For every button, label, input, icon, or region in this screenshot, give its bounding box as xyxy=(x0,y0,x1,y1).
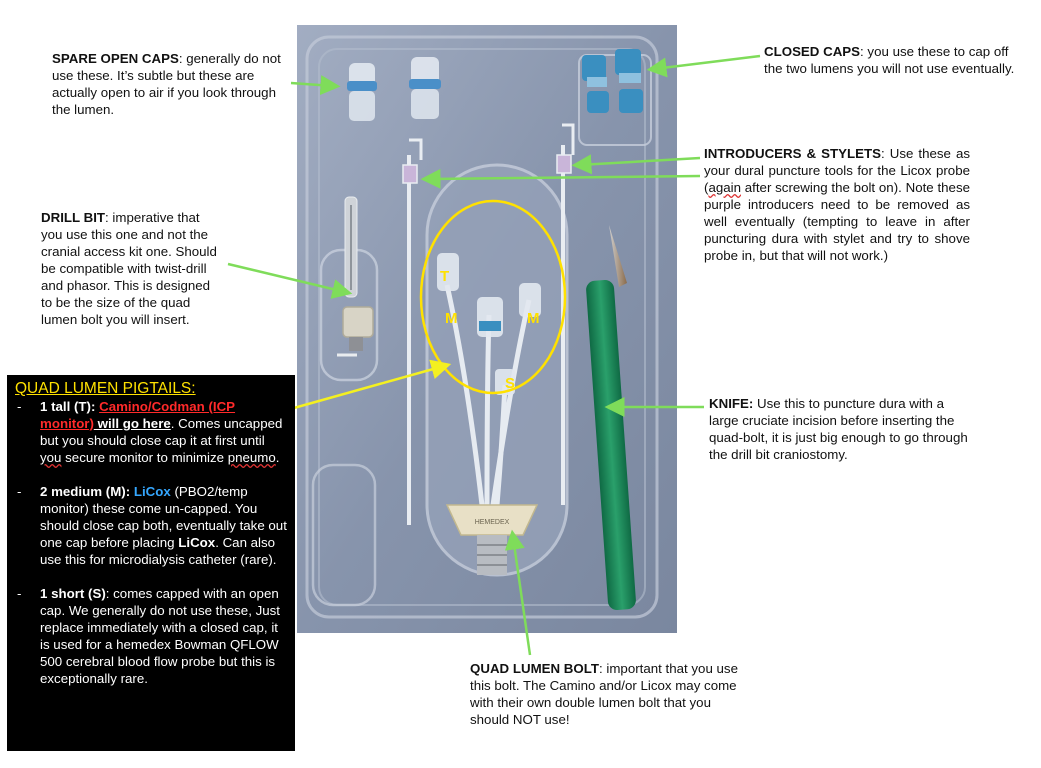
bullet-dash: - xyxy=(17,484,22,499)
annotation-squiggle-word: again xyxy=(708,180,741,195)
annotation-body: : you use these to cap off the two lumen… xyxy=(764,44,1015,76)
annotation-body: Use this to puncture dura with a large c… xyxy=(709,396,968,462)
spare-open-caps xyxy=(347,57,441,121)
pigtail-licox-bold: LiCox xyxy=(178,535,216,550)
pigtail-device-licox: LiCox xyxy=(133,484,171,499)
bullet-dash: - xyxy=(17,586,22,601)
pigtail-go-here: will go here xyxy=(93,416,171,431)
pigtail-item-medium: - 2 medium (M): LiCox (PBO2/temp monitor… xyxy=(15,483,287,568)
annotation-drill-bit: DRILL BIT: imperative that you use this … xyxy=(41,209,224,328)
annotation-title: QUAD LUMEN BOLT xyxy=(470,661,600,676)
bolt-brand-text: HEMEDEX xyxy=(475,519,510,526)
annotation-title: KNIFE: xyxy=(709,396,754,411)
label-m-left: M xyxy=(445,310,458,327)
annotation-body: : imperative that you use this one and n… xyxy=(41,210,217,327)
scalpel-knife xyxy=(586,225,636,610)
pigtail-text-you: you xyxy=(40,450,62,465)
annotation-body: : generally do not use these. It’s subtl… xyxy=(52,51,281,117)
drill-bit xyxy=(337,196,374,357)
annotation-title: DRILL BIT xyxy=(41,210,106,225)
annotation-closed-caps: CLOSED CAPS: you use these to cap off th… xyxy=(764,43,1020,77)
quad-lumen-pigtails-panel: QUAD LUMEN PIGTAILS: - 1 tall (T): Camin… xyxy=(7,375,295,751)
kit-tray-photo: HEMEDEX T M M S xyxy=(297,25,677,633)
annotation-quad-lumen-bolt: QUAD LUMEN BOLT: important that you use … xyxy=(470,660,748,728)
annotation-title: INTRODUCERS & STYLETS xyxy=(704,146,882,161)
closed-caps xyxy=(582,49,643,113)
label-m-right: M xyxy=(527,310,540,327)
annotation-body-continued: after screwing the bolt on). Note these … xyxy=(704,180,970,263)
pigtails-header: QUAD LUMEN PIGTAILS: xyxy=(15,380,196,397)
annotation-body: : important that you use this bolt. The … xyxy=(470,661,738,727)
pigtail-text-continued: secure monitor to minimize xyxy=(61,450,228,465)
pigtail-text-pneumo: pneumo xyxy=(227,450,276,465)
pigtails-highlight-ellipse xyxy=(419,199,567,395)
pigtail-label: 1 short (S) xyxy=(40,586,106,601)
pigtail-device-camino: Camino/Codman (ICP monitor) xyxy=(40,399,236,431)
label-t: T xyxy=(440,268,449,285)
pigtail-label: 2 medium (M): xyxy=(40,484,131,499)
pigtail-item-tall: - 1 tall (T): Camino/Codman (ICP monitor… xyxy=(15,398,287,466)
pigtail-text-continued: . Can also use this for microdialysis ca… xyxy=(40,535,277,567)
pigtail-text: (PBO2/temp monitor) these come un-capped… xyxy=(40,484,287,550)
pigtail-text-end: . xyxy=(275,450,280,465)
annotation-body: : Use these as your dural puncture tools… xyxy=(704,146,970,195)
pigtail-item-short: - 1 short (S): comes capped with an open… xyxy=(15,585,287,687)
pigtail-text: . Comes uncapped but you should close ca… xyxy=(40,416,283,448)
annotation-title: CLOSED CAPS xyxy=(764,44,861,59)
annotation-knife: KNIFE: Use this to puncture dura with a … xyxy=(709,395,973,463)
annotation-spare-open-caps: SPARE OPEN CAPS: generally do not use th… xyxy=(52,50,284,118)
pigtail-label: 1 tall (T): xyxy=(40,399,96,414)
bullet-dash: - xyxy=(17,399,22,414)
pigtail-text: : comes capped with an open cap. We gene… xyxy=(40,586,280,686)
annotation-title: SPARE OPEN CAPS xyxy=(52,51,179,66)
annotation-introducers-stylets: INTRODUCERS & STYLETS: Use these as your… xyxy=(704,145,970,264)
label-s: S xyxy=(505,375,515,392)
